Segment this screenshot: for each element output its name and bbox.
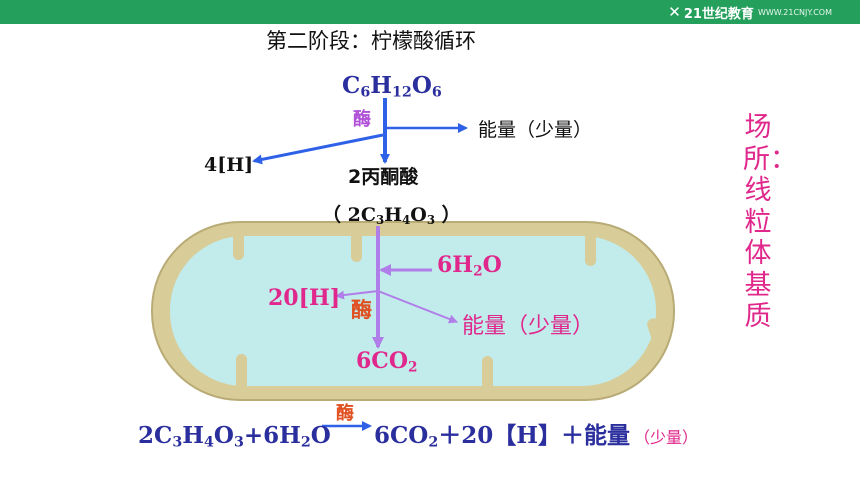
brand-logo: ✕ 21世纪教育 WWW.21CNJY.COM (668, 2, 832, 22)
enzyme-label-matrix: 酶 (351, 298, 372, 322)
pyruvate-label: 2丙酮酸 (348, 166, 419, 188)
cristae (233, 232, 665, 390)
site-label: 场所：线粒体基质 (743, 112, 797, 333)
hydrogen-20-label: 20[H] (268, 285, 341, 311)
mitochondrial-matrix (170, 236, 656, 386)
hydrogen-out-arrow (335, 290, 379, 300)
equation-left: 2C3H4O3+6H2O (138, 422, 331, 451)
energy-label-matrix: 能量（少量） (462, 314, 595, 339)
equation-right: 6CO2＋20【H】＋能量（少量） (374, 422, 699, 451)
equation-enzyme-label: 酶 (336, 403, 354, 424)
header-bar: ✕ 21世纪教育 WWW.21CNJY.COM (0, 0, 860, 24)
energy-label: 能量（少量） (478, 119, 593, 141)
equation-note: （少量） (634, 428, 699, 447)
enzyme-label: 酶 (353, 109, 371, 130)
runner-logo-icon: ✕ (668, 3, 681, 21)
mitochondrion (151, 221, 675, 401)
logo-text: 21世纪教育 (683, 6, 754, 22)
hydrogen-label: 4[H] (204, 154, 254, 176)
glucose-formula: C6H12O6 (342, 72, 442, 101)
hydrogen-arrow (252, 133, 384, 165)
co2-label: 6CO2 (356, 348, 418, 376)
pyruvate-formula: （ 2C3H4O3 ） (322, 204, 461, 227)
water-label: 6H2O (437, 252, 502, 280)
stage-title: 第二阶段：柠檬酸循环 (266, 29, 476, 53)
energy-out-arrow (377, 290, 458, 324)
logo-url: WWW.21CNJY.COM (757, 7, 832, 17)
